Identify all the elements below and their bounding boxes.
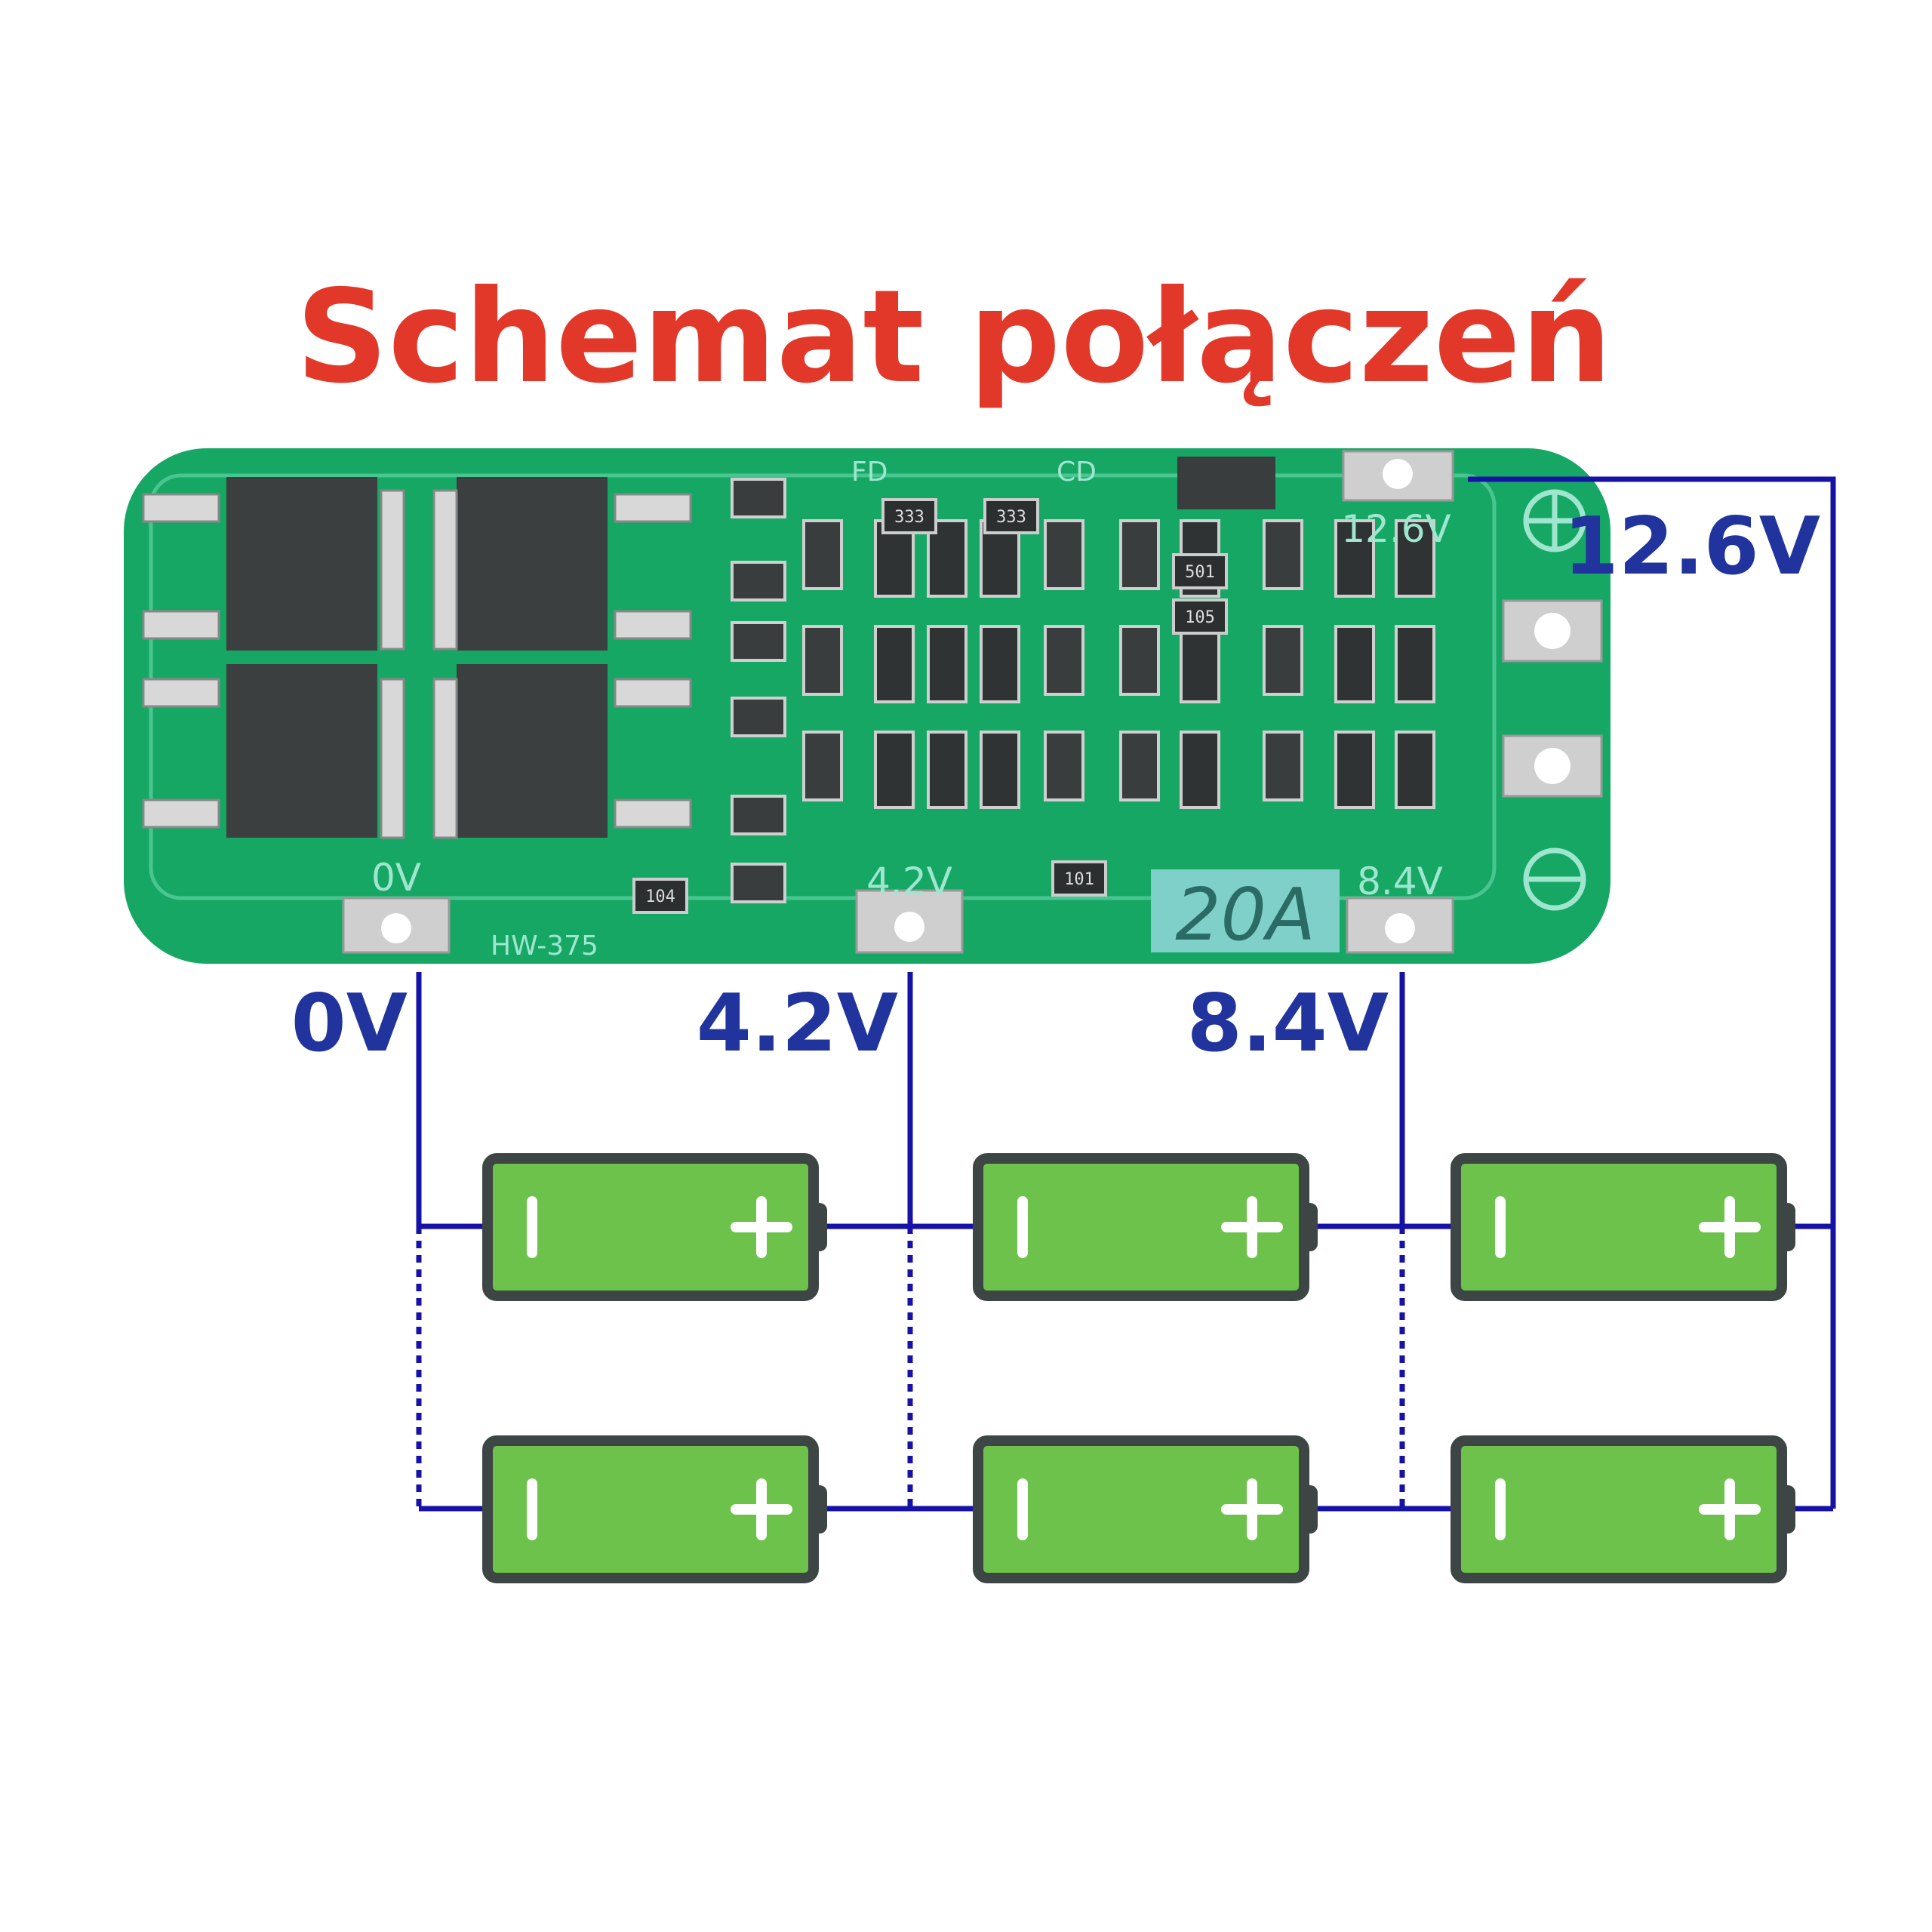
battery-cell [1451,1153,1795,1301]
smd-part [1263,625,1303,696]
smd-part [1044,731,1084,801]
resistor-code: 105 [1185,608,1215,627]
plus-icon [731,1196,792,1258]
bms-board: 333 333 501 105 104 101 [124,448,1611,964]
smd-part [980,731,1020,809]
board-model: HW-375 [491,931,598,961]
smd-part [980,625,1020,703]
smd-part [731,478,786,518]
smd-part [1119,519,1160,590]
smd-part [731,621,786,662]
battery-cell [973,1435,1318,1583]
pad-12v6 [1342,450,1454,502]
smd-part [1395,625,1435,703]
smd-part [802,731,843,801]
silk-fd: FD [851,457,888,488]
plus-icon [1221,1196,1283,1258]
silk-4v2: 4.2V [866,860,952,903]
battery-pack [482,1153,1795,1583]
battery-body [482,1435,819,1583]
plus-icon [731,1478,792,1540]
smd-part [927,731,968,809]
diode [1177,457,1275,509]
smd-part [874,625,915,703]
current-rating: 20A [1175,874,1315,957]
battery-body [1451,1153,1787,1301]
smd-part [731,863,786,903]
label-8v4: 8.4V [1187,977,1389,1069]
silk-0v: 0V [371,856,421,900]
wire-12v6 [1468,476,1836,1509]
smd-part [731,561,786,601]
silk-12v6: 12.6V [1341,507,1451,551]
battery-body [482,1153,819,1301]
plus-icon [1221,1478,1283,1540]
silk-cd: CD [1057,457,1097,488]
battery-cell [482,1153,827,1301]
resistor-code: 501 [1185,563,1215,582]
smd-part [1044,625,1084,696]
smd-part [1263,731,1303,801]
smd-part [802,519,843,590]
label-12v6: 12.6V [1564,500,1820,592]
smd-part [1263,519,1303,590]
smd-part [1119,625,1160,696]
smd-part [1334,731,1375,809]
smd-part [927,519,968,598]
resistor-code: 333 [894,508,924,527]
battery-cell [973,1153,1318,1301]
smd-part [1334,625,1375,703]
smd-part [927,625,968,703]
battery-body [973,1153,1309,1301]
label-0v: 0V [291,977,408,1069]
smd-components [731,478,1435,903]
plus-icon [1699,1478,1761,1540]
battery-body [973,1435,1309,1583]
parallel-links [416,1226,1836,1509]
smd-part [874,731,915,809]
current-rating-box [1151,869,1340,952]
mosfets [142,477,692,839]
diagram-title: Schemat połączeń [296,263,1612,412]
resistor-code: 101 [1064,870,1094,889]
smd-part [802,625,843,696]
smd-part [1334,519,1375,598]
smd-part [731,697,786,737]
silk-8v4: 8.4V [1357,860,1443,903]
resistor-code: 333 [996,508,1026,527]
smd-part [1395,731,1435,809]
plus-icon [1699,1196,1761,1258]
battery-cell [1451,1435,1795,1583]
resistor-code: 104 [645,888,675,906]
smd-part [1180,625,1220,703]
smd-part [1044,519,1084,590]
battery-body [1451,1435,1787,1583]
smd-part [731,795,786,835]
smd-part [1180,731,1220,809]
battery-cell [482,1435,827,1583]
smd-part [1119,731,1160,801]
label-4v2: 4.2V [697,977,898,1069]
smd-part [1395,519,1435,598]
